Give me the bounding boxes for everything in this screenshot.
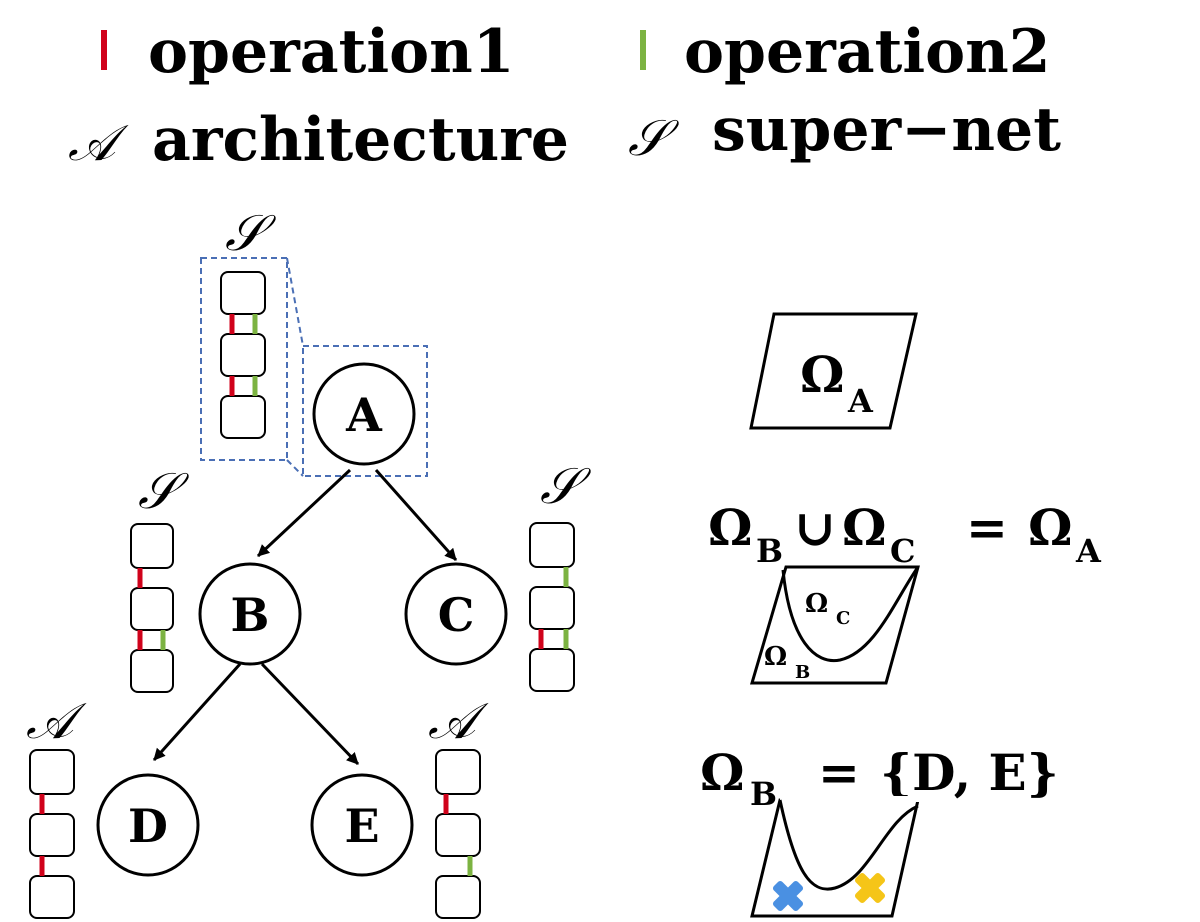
node-B: B [198,562,302,666]
node-A: A [312,362,416,466]
set-D-E: {D, E} [880,743,1059,802]
omega-A-rhs-subscript: A [1075,532,1102,570]
edge-A-C [374,469,458,561]
omega-B-top-mask [780,796,920,802]
omega-C-symbol: Ω [842,498,887,557]
omega-B-panel [750,796,920,918]
architecture-label: architecture [152,105,569,175]
layer-block [220,333,266,377]
partition-curve [781,566,920,663]
search-tree: A B C D E [96,362,508,877]
legend: operation1 operation2 𝒜 architecture 𝒮 s… [68,17,1061,175]
operation2-label: operation2 [684,17,1051,87]
layer-block [130,587,174,631]
omega-B-subscript: B [756,532,783,570]
operation1-swatch [101,30,107,70]
omega-B-region-subscript: B [795,662,810,683]
omega-B-set-subscript: B [750,775,777,813]
omega-A-panel: Ω A [749,312,918,430]
blue-cross-icon [772,880,804,912]
node-A-label: A [345,388,383,442]
set-equals-operator: = [818,743,860,802]
union-equation: Ω B ∪ Ω C = Ω A [708,498,1102,570]
zoom-box-small [200,257,288,461]
layer-block [435,813,481,857]
edge-B-D [152,662,242,762]
supernet-top-symbol: 𝒮 [225,204,277,262]
omega-B-symbol: Ω [708,498,753,557]
node-C-label: C [438,588,475,642]
operation1-label: operation1 [148,17,515,87]
omega-B-curve [778,799,919,891]
omega-A-subscript: A [847,382,874,420]
omega-A-space [749,312,918,430]
layer-block [130,523,174,569]
yellow-cross-icon [854,872,886,904]
layer-block [435,875,481,919]
layer-block [130,649,174,693]
layer-block [29,749,75,795]
union-operator: ∪ [794,498,836,557]
equals-operator: = [966,498,1008,557]
layer-block [435,749,481,795]
layer-block [529,586,575,630]
zoom-connector-bottom [286,459,304,477]
supernet-B: 𝒮 [130,462,190,693]
layer-block [529,648,575,692]
super-net-label: super−net [712,95,1061,165]
edge-A-B [256,468,352,558]
omega-split-space [749,565,920,685]
supernet-B-symbol: 𝒮 [138,462,190,520]
zoom-box-large [302,345,428,477]
super-net-symbol: 𝒮 [628,109,680,167]
layer-block [220,395,266,439]
omega-A-symbol: Ω [800,345,845,404]
node-C: C [404,562,508,666]
layer-block [220,271,266,315]
node-E-label: E [344,799,379,853]
edge-B-E [260,662,360,766]
architecture-E: 𝒜 [428,692,489,919]
omega-split-panel: Ω C Ω B [749,565,920,685]
architecture-D: 𝒜 [26,692,87,919]
architecture-E-symbol: 𝒜 [428,692,489,750]
architecture-symbol: 𝒜 [68,114,129,172]
architecture-D-symbol: 𝒜 [26,692,87,750]
node-B-label: B [231,588,270,642]
operation2-swatch [640,30,646,70]
node-D: D [96,773,200,877]
supernet-C: 𝒮 [529,457,592,692]
node-D-label: D [128,799,168,853]
layer-block [29,813,75,857]
omega-C-region-subscript: C [836,608,850,629]
omega-C-subscript: C [890,532,915,570]
set-equation: Ω B = {D, E} [700,743,1059,813]
omega-B-region-symbol: Ω [764,642,787,672]
omega-A-rhs-symbol: Ω [1028,498,1073,557]
omega-B-set-symbol: Ω [700,743,745,802]
supernet-C-symbol: 𝒮 [540,457,592,515]
omega-C-region-symbol: Ω [805,589,828,619]
omega-B-space [750,798,920,918]
node-E: E [310,773,414,877]
layer-block [29,875,75,919]
layer-block [529,522,575,568]
zoom-connector-top [286,257,304,347]
